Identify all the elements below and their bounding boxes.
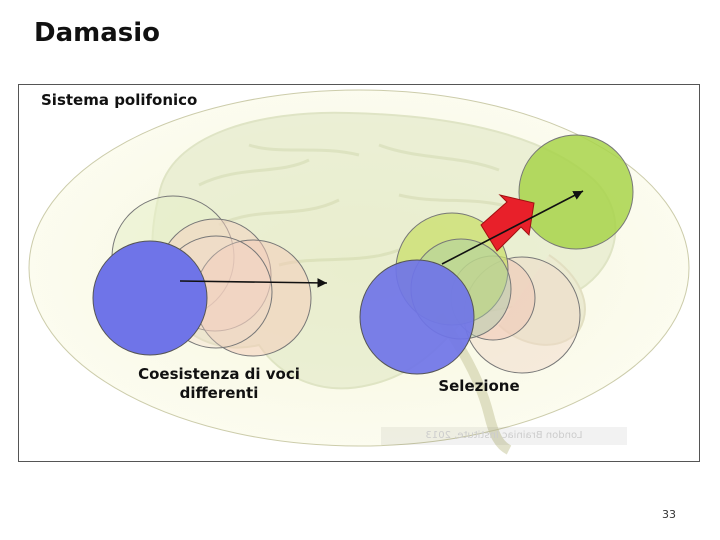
panel-subtitle: Sistema polifonico [41, 91, 198, 109]
page-number: 33 [662, 508, 676, 521]
diagram-frame: Sistema polifonico Coesistenza di voci d… [18, 84, 700, 462]
right-cluster-label: Selezione [438, 377, 520, 395]
slide-title: Damasio [34, 18, 161, 48]
image-credit: London Brainiac Institute, 2013 [381, 427, 627, 445]
left-cluster-label: Coesistenza di voci differenti [138, 365, 300, 402]
right-selection-cluster [359, 134, 634, 375]
circle-blue-left [92, 240, 208, 356]
left-voices-cluster [92, 195, 328, 357]
circle-green-top [518, 134, 634, 250]
circle-blue-right [359, 259, 475, 375]
diagram-canvas [28, 89, 690, 455]
right-arrow [441, 190, 584, 265]
left-arrow [179, 278, 328, 288]
